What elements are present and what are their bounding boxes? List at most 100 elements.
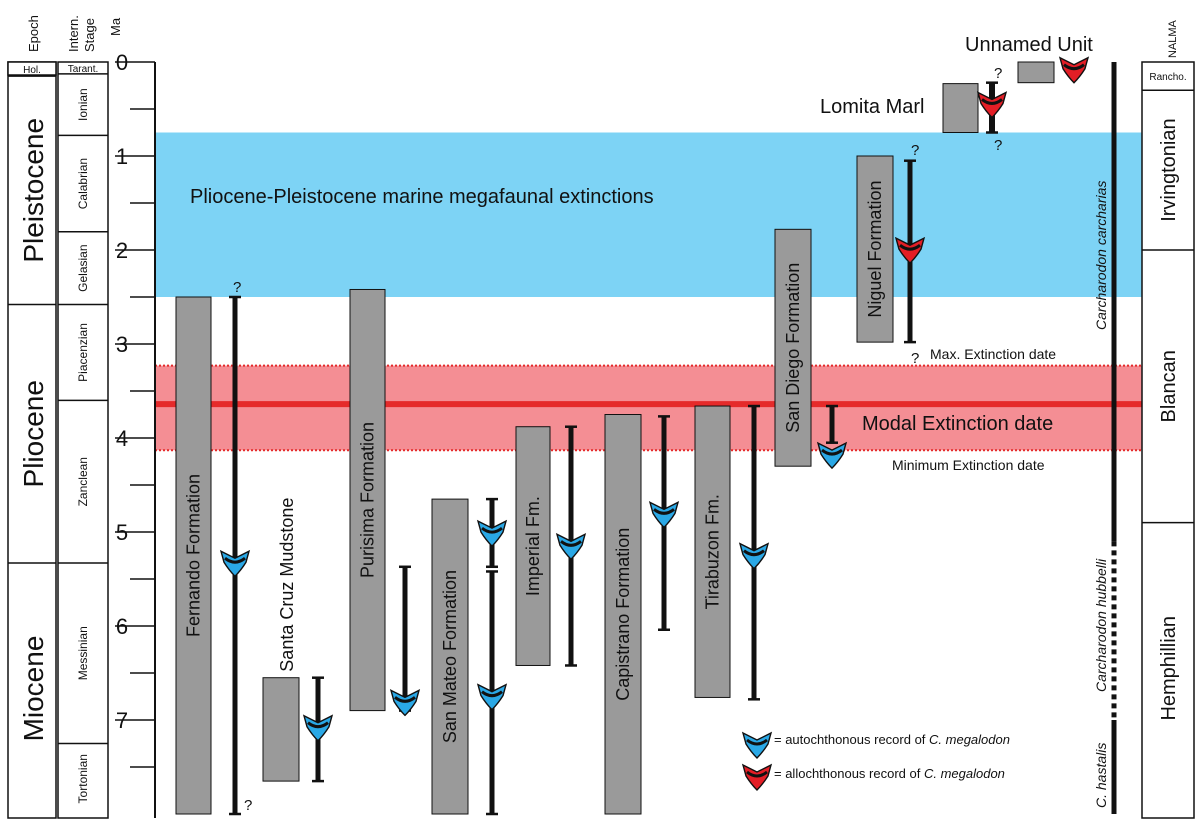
uncertainty-mark: ?: [994, 137, 1002, 154]
tooth-root: [746, 738, 768, 746]
extinction-band: [155, 132, 1142, 297]
formation-label: Lomita Marl: [820, 96, 924, 118]
legend: = autochthonous record of C. megalodon =…: [741, 731, 1010, 791]
modal-extinction-band: [155, 365, 1142, 451]
tooth-records: [219, 56, 1090, 742]
formation-label: Santa Cruz Mudstone: [277, 498, 297, 672]
axis-tick-label: 7: [116, 708, 128, 733]
tooth-root: [653, 508, 675, 515]
legend-allochthonous: = allochthonous record of C. megalodon: [774, 766, 1005, 781]
nalma-label: Irvingtonian: [1158, 118, 1180, 221]
tooth-root: [899, 243, 921, 251]
autochthonous-tooth-icon: [555, 532, 587, 561]
nalma-header: NALMA: [1167, 19, 1179, 58]
formation-box: [942, 83, 979, 134]
autochthonous-tooth-icon: [816, 441, 848, 470]
axis-tick-label: 1: [116, 144, 128, 169]
legend-autochthonous: = autochthonous record of C. megalodon: [774, 732, 1010, 747]
nalma-frame: [1141, 61, 1195, 819]
axis-tick-label: 0: [116, 50, 128, 75]
uncertainty-mark: ?: [911, 142, 919, 159]
nalma-label: Hemphillian: [1158, 616, 1180, 721]
autochthonous-tooth-icon: [219, 549, 251, 578]
species-label: Carcharodon carcharias: [1093, 181, 1109, 330]
autochthonous-tooth-icon: [648, 500, 680, 529]
ma-header: Ma: [108, 17, 123, 36]
axis-tick-label: 2: [116, 238, 128, 263]
formation-box: [694, 405, 731, 698]
stage-label: Messinian: [76, 626, 90, 680]
formation-label: Niguel Formation: [865, 181, 885, 318]
stage-label: Gelasian: [76, 244, 90, 291]
formation-label: San Diego Formation: [783, 263, 803, 433]
allochthonous-tooth-glyph: [741, 763, 773, 791]
record-bar: [232, 297, 238, 814]
formation-label: Fernando Formation: [184, 474, 204, 637]
autochthonous-tooth-icon: [476, 519, 508, 548]
nalma-label: Rancho.: [1149, 72, 1186, 83]
axis-tick-label: 6: [116, 614, 128, 639]
formation-box: [349, 288, 386, 712]
extinction-band-label: Pliocene-Pleistocene marine megafaunal e…: [190, 186, 654, 208]
formation-label: Unnamed Unit: [965, 34, 1093, 56]
formation-box: [1017, 61, 1055, 84]
allochthonous-tooth-icon: [976, 91, 1008, 119]
stage-label: Ionian: [76, 88, 90, 121]
stage-header-line2: Stage: [82, 18, 97, 52]
tooth-root: [746, 770, 768, 778]
species-label: Carcharodon hubbelli: [1093, 558, 1109, 692]
stage-label: Piacenzian: [76, 323, 90, 382]
formation-box: [431, 498, 469, 815]
formation-box: [856, 155, 894, 343]
uncertainty-mark: ?: [233, 279, 241, 296]
autochthonous-tooth-icon: [389, 688, 421, 717]
autochthonous-tooth-icon: [476, 683, 508, 711]
tooth-root: [1063, 63, 1085, 71]
formation-box: [262, 677, 300, 782]
formation-box: [515, 426, 551, 666]
formation-label: Imperial Fm.: [523, 496, 543, 596]
uncertainty-mark: ?: [911, 350, 919, 367]
min-extinction-label: Minimum Extinction date: [892, 457, 1045, 473]
uncertainty-mark: ?: [994, 65, 1002, 82]
tooth-root: [560, 540, 582, 547]
species-label: C. hastalis: [1093, 743, 1109, 808]
allochthonous-tooth-icon: [741, 763, 773, 791]
autochthonous-tooth-icon: [738, 542, 770, 570]
tooth-root: [821, 448, 843, 456]
formation-boxes: [175, 61, 1055, 815]
formation-label: Capistrano Formation: [613, 528, 633, 701]
stage-header-line1: Intern.: [66, 15, 81, 52]
tooth-root: [481, 526, 503, 534]
max-extinction-label: Max. Extinction date: [930, 346, 1056, 362]
tooth-root: [307, 721, 329, 729]
epoch-label: Pleistocene: [18, 118, 49, 263]
record-bar: [829, 406, 835, 443]
epoch-label: Pliocene: [18, 380, 49, 487]
axis-tick-label: 4: [116, 426, 128, 451]
stage-frame: [57, 61, 109, 819]
axis-tick-label: 5: [116, 520, 128, 545]
stage-column: Tarant.IonianCalabrianGelasianPiacenzian…: [57, 61, 109, 819]
formation-box: [774, 228, 812, 467]
formation-label: Tirabuzon Fm.: [703, 494, 723, 609]
formation-label: Purisima Formation: [358, 422, 378, 578]
stage-label: Zanclean: [76, 457, 90, 506]
uncertainty-mark: ?: [244, 797, 252, 814]
autochthonous-tooth-icon: [741, 731, 773, 759]
autochthonous-tooth-glyph: [741, 731, 773, 759]
modal-extinction-label: Modal Extinction date: [862, 413, 1053, 435]
epoch-label: Miocene: [18, 636, 49, 742]
stage-label: Tortonian: [76, 754, 90, 803]
allochthonous-tooth-icon: [1058, 56, 1090, 84]
tooth-root: [743, 549, 765, 557]
tooth-root: [224, 556, 246, 564]
epoch-header: Epoch: [26, 15, 41, 52]
allochthonous-tooth-icon: [894, 236, 926, 265]
tooth-root: [394, 696, 416, 703]
epoch-label: Hol.: [23, 65, 41, 76]
